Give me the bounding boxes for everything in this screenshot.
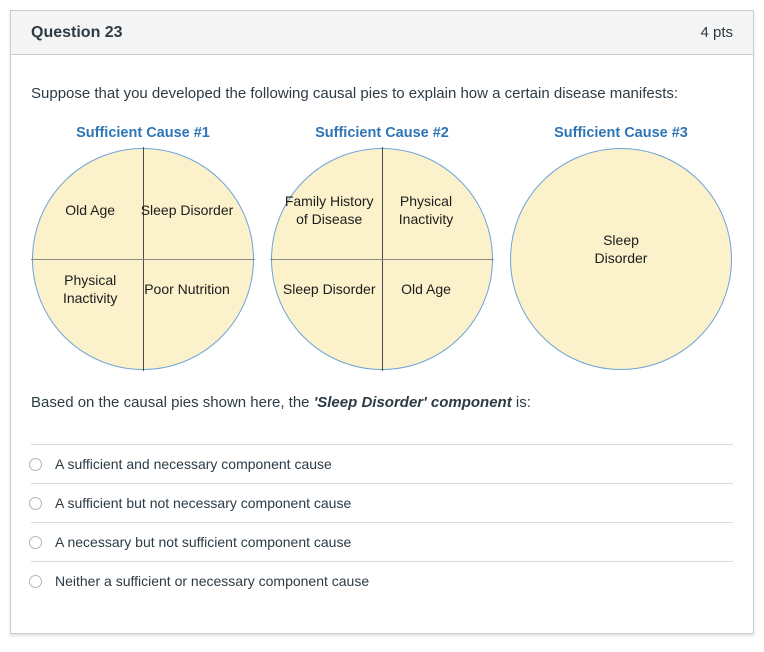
- pie-3-segment-whole: Sleep Disorder: [594, 232, 648, 267]
- question-intro-text: Suppose that you developed the following…: [31, 85, 679, 102]
- pie-1-segment-top-right: Sleep Disorder: [140, 201, 234, 218]
- answer-option-2[interactable]: A sufficient but not necessary component…: [29, 484, 733, 522]
- question-title: Question 23: [31, 23, 123, 41]
- pie-2-title: Sufficient Cause #2: [315, 125, 449, 141]
- pie-1-segment-bottom-left: Physical Inactivity: [62, 271, 118, 306]
- prompt-emphasis: 'Sleep Disorder' component: [313, 394, 512, 411]
- question-card: Question 23 4 pts Suppose that you devel…: [10, 10, 754, 634]
- answer-option-3[interactable]: A necessary but not sufficient component…: [29, 523, 733, 561]
- question-prompt: Based on the causal pies shown here, the…: [31, 392, 733, 413]
- pie-column-2: Sufficient Cause #2 Family History of Di…: [270, 125, 494, 371]
- pie-1-horizontal-divider: [31, 259, 255, 260]
- points-label: 4 pts: [700, 24, 733, 41]
- causal-pies-figure: Sufficient Cause #1 Old Age Sleep Disord…: [31, 125, 733, 371]
- answer-option-1[interactable]: A sufficient and necessary component cau…: [29, 445, 733, 483]
- pie-1-segment-bottom-right: Poor Nutrition: [144, 280, 230, 297]
- radio-button[interactable]: [29, 535, 42, 549]
- radio-button[interactable]: [29, 574, 42, 588]
- answer-option-label[interactable]: A sufficient but not necessary component…: [55, 495, 352, 511]
- pie-2-segment-top-right: Physical Inactivity: [398, 192, 454, 227]
- divider: [31, 444, 733, 445]
- question-header: Question 23 4 pts: [11, 11, 753, 55]
- divider: [31, 561, 733, 562]
- pie-column-3: Sufficient Cause #3 Sleep Disorder: [509, 126, 733, 370]
- radio-button[interactable]: [29, 457, 42, 471]
- answer-option-label[interactable]: A necessary but not sufficient component…: [55, 534, 352, 550]
- answer-option-4[interactable]: Neither a sufficient or necessary compon…: [29, 562, 733, 600]
- question-body: Suppose that you developed the following…: [11, 83, 753, 616]
- prompt-prefix: Based on the causal pies shown here, the: [31, 394, 314, 411]
- pie-1-segment-top-left: Old Age: [65, 201, 116, 218]
- answer-option-label[interactable]: A sufficient and necessary component cau…: [55, 456, 332, 472]
- causal-pie-2: Family History of Disease Physical Inact…: [270, 147, 494, 371]
- pie-3-title: Sufficient Cause #3: [554, 125, 688, 141]
- pie-column-1: Sufficient Cause #1 Old Age Sleep Disord…: [31, 125, 255, 371]
- answer-option-label[interactable]: Neither a sufficient or necessary compon…: [55, 573, 370, 589]
- pie-2-segment-bottom-left: Sleep Disorder: [282, 280, 376, 297]
- divider: [31, 483, 733, 484]
- radio-button[interactable]: [29, 496, 42, 510]
- causal-pie-1: Old Age Sleep Disorder Physical Inactivi…: [31, 147, 255, 371]
- prompt-suffix: is:: [511, 394, 531, 411]
- pie-2-segment-top-left: Family History of Disease: [284, 192, 374, 227]
- causal-pie-3: Sleep Disorder: [510, 148, 732, 370]
- divider: [31, 522, 733, 523]
- answer-options: A sufficient and necessary component cau…: [29, 444, 733, 600]
- pie-2-horizontal-divider: [270, 259, 494, 260]
- pie-2-segment-bottom-right: Old Age: [401, 280, 451, 297]
- pie-1-title: Sufficient Cause #1: [76, 125, 210, 141]
